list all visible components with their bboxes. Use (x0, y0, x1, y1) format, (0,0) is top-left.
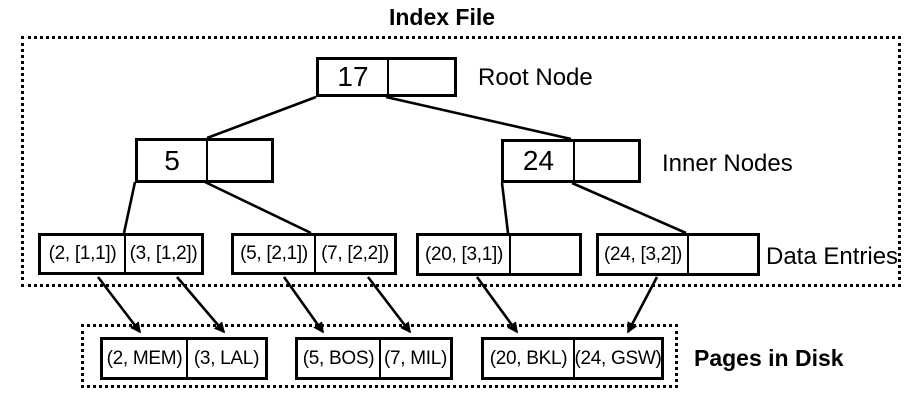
disk-page-box-3: (20, BKL) (24, GSW) (481, 337, 664, 380)
data-entry-cell: (2, [1,1]) (41, 236, 126, 272)
data-entry-cell: (20, [3,1]) (419, 236, 511, 273)
pages-in-disk-label: Pages in Disk (694, 345, 844, 371)
data-entry-cell: (5, [2,1]) (234, 236, 316, 272)
inner-5-key-cell: 5 (138, 141, 208, 180)
data-entry-box-2: (5, [2,1]) (7, [2,2]) (231, 233, 397, 275)
data-entry-box-3: (20, [3,1]) (416, 233, 582, 276)
data-entry-cell: (3, [1,2]) (129, 243, 198, 264)
data-entry-cell (689, 236, 757, 273)
inner-24-key-cell: 24 (504, 142, 575, 180)
inner-node-5-box: 5 (135, 138, 274, 183)
disk-record-cell: (24, GSW) (575, 347, 661, 369)
data-entry-cell: (7, [2,2]) (321, 243, 389, 264)
disk-page-box-1: (2, MEM) (3, LAL) (100, 337, 268, 380)
disk-page-box-2: (5, BOS) (7, MIL) (295, 337, 453, 380)
data-entry-cell: (24, [3,2]) (599, 236, 689, 273)
data-entry-box-4: (24, [3,2]) (596, 233, 760, 276)
data-entries-label: Data Entries (766, 243, 899, 270)
data-entry-cell (511, 236, 579, 273)
disk-record-cell: (3, LAL) (193, 347, 260, 369)
root-pointer-cell (389, 60, 454, 94)
index-file-boundary (21, 36, 901, 287)
disk-record-cell: (5, BOS) (298, 340, 381, 377)
disk-record-cell: (2, MEM) (103, 340, 188, 377)
inner-nodes-label: Inner Nodes (662, 150, 793, 177)
root-key-cell: 17 (319, 60, 389, 94)
inner-node-24-box: 24 (501, 139, 641, 183)
root-node-label: Root Node (478, 64, 593, 91)
inner-24-pointer-cell (575, 142, 638, 180)
root-node-box: 17 (316, 57, 457, 97)
data-entry-box-1: (2, [1,1]) (3, [1,2]) (38, 233, 204, 275)
disk-record-cell: (20, BKL) (484, 340, 575, 377)
disk-record-cell: (7, MIL) (383, 347, 448, 369)
index-file-title: Index File (388, 4, 496, 30)
inner-5-pointer-cell (208, 141, 271, 180)
